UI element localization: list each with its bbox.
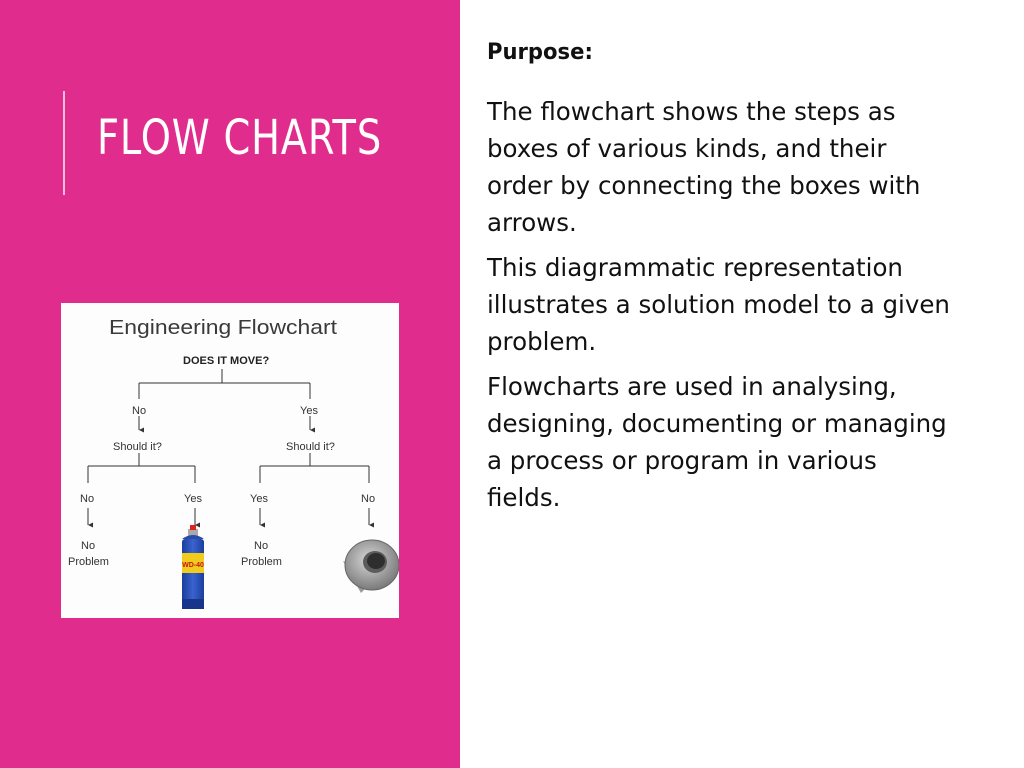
paragraph-3: Flowcharts are used in analysing, design… <box>487 368 997 516</box>
flowchart-connectors <box>87 369 374 528</box>
duct-tape-icon <box>343 539 399 593</box>
paragraph-3-line-1: Flowcharts are used in analysing, <box>487 372 897 401</box>
paragraph-1-line-3: order by connecting the boxes with <box>487 171 921 200</box>
branch-right-answer: Yes <box>300 405 318 417</box>
purpose-heading: Purpose: <box>487 40 593 65</box>
flowchart-root-question: DOES IT MOVE? <box>183 355 269 367</box>
paragraph-2: This diagrammatic representation illustr… <box>487 249 997 360</box>
paragraph-3-line-4: fields. <box>487 483 561 512</box>
leaf-3-result-line2: Problem <box>241 556 282 568</box>
paragraph-3-line-3: a process or program in various <box>487 446 877 475</box>
right-content: Purpose: The flowchart shows the steps a… <box>487 36 1007 524</box>
paragraph-1: The flowchart shows the steps as boxes o… <box>487 93 997 241</box>
leaf-4-answer: No <box>361 493 375 505</box>
spray-can-label: WD-40 <box>182 562 204 569</box>
paragraph-1-line-2: boxes of various kinds, and their <box>487 134 887 163</box>
title-accent-line <box>63 91 65 195</box>
branch-left-question: Should it? <box>113 441 162 453</box>
paragraph-2-line-3: problem. <box>487 327 597 356</box>
paragraph-2-line-1: This diagrammatic representation <box>487 253 903 282</box>
engineering-flowchart-image: Engineering Flowchart DOES IT MOVE? <box>61 303 399 618</box>
leaf-3-answer: Yes <box>250 493 268 505</box>
leaf-1-answer: No <box>80 493 94 505</box>
flowchart-title: Engineering Flowchart <box>109 316 337 339</box>
slide-title: FLOW CHARTS <box>97 110 382 166</box>
leaf-1-result-line2: Problem <box>68 556 109 568</box>
paragraph-3-line-2: designing, documenting or managing <box>487 409 947 438</box>
spray-can-icon: WD-40 <box>182 525 204 609</box>
leaf-2-answer: Yes <box>184 493 202 505</box>
branch-right-question: Should it? <box>286 441 335 453</box>
paragraph-1-line-1: The flowchart shows the steps as <box>487 97 896 126</box>
branch-left-answer: No <box>132 405 146 417</box>
leaf-3-result-line1: No <box>254 540 268 552</box>
paragraph-2-line-2: illustrates a solution model to a given <box>487 290 950 319</box>
leaf-1-result-line1: No <box>81 540 95 552</box>
paragraph-1-line-4: arrows. <box>487 208 577 237</box>
